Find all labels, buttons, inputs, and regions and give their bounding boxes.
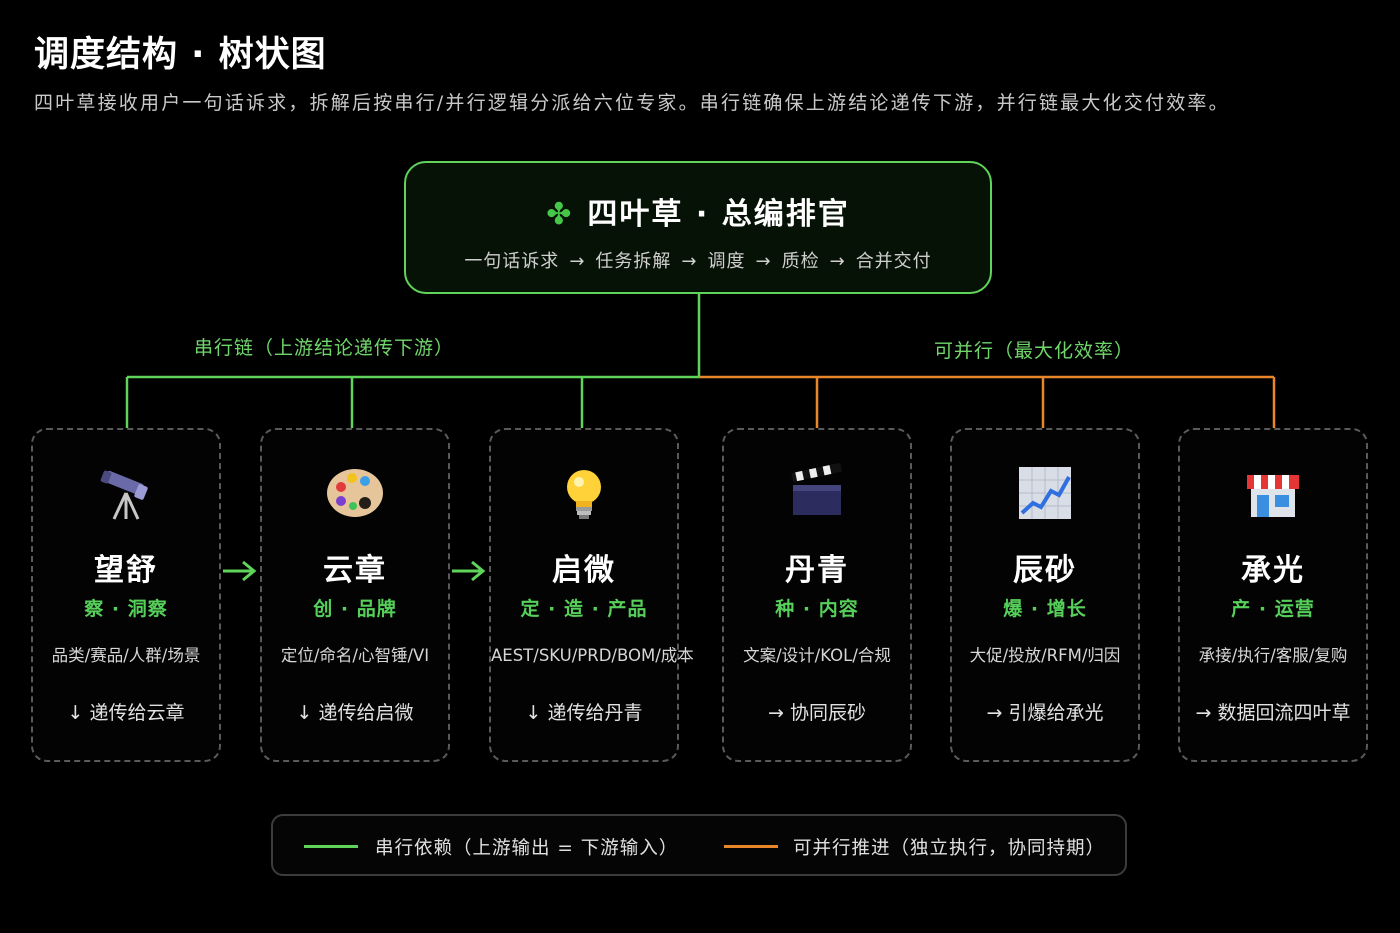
expert-role: 察 · 洞察 bbox=[84, 598, 168, 620]
expert-tasks: 品类/赛品/人群/场景 bbox=[51, 646, 201, 665]
expert-role: 定 · 造 · 产品 bbox=[520, 598, 648, 620]
expert-name: 云章 bbox=[323, 553, 387, 588]
expert-name: 承光 bbox=[1241, 553, 1305, 588]
flow-step: 调度 bbox=[707, 251, 746, 272]
expert-handoff: ↓ 递传给云章 bbox=[67, 702, 185, 724]
chart-increasing-icon bbox=[952, 462, 1138, 524]
expert-tasks: AEST/SKU/PRD/BOM/成本 bbox=[491, 646, 694, 665]
serial-legend-swatch bbox=[304, 845, 358, 848]
telescope-icon bbox=[33, 462, 219, 524]
expert-role: 产 · 运营 bbox=[1231, 598, 1315, 620]
page-title: 调度结构 · 树状图 bbox=[34, 35, 327, 75]
store-icon bbox=[1180, 462, 1366, 524]
expert-tasks: 大促/投放/RFM/归因 bbox=[969, 646, 1121, 665]
four-leaf-clover-icon: ✤ bbox=[546, 197, 574, 232]
serial-chain-label: 串行链（上游结论递传下游） bbox=[194, 337, 455, 359]
flow-step: 质检 bbox=[781, 251, 820, 272]
parallel-legend-text: 可并行推进（独立执行，协同持期） bbox=[793, 838, 1106, 859]
flow-step: 合并交付 bbox=[855, 251, 932, 272]
expert-card-wangshu: 望舒 察 · 洞察 品类/赛品/人群/场景 ↓ 递传给云章 bbox=[31, 428, 221, 762]
palette-icon bbox=[262, 462, 448, 524]
serial-arrow-icon bbox=[452, 560, 486, 582]
orchestrator-node: ✤ 四叶草 · 总编排官 一句话诉求 → 任务拆解 → 调度 → 质检 → 合并交付 bbox=[404, 161, 992, 294]
parallel-legend-swatch bbox=[724, 845, 778, 848]
flow-arrow-icon: → bbox=[829, 251, 846, 272]
expert-role: 种 · 内容 bbox=[775, 598, 859, 620]
clapperboard-icon bbox=[724, 462, 910, 524]
flow-arrow-icon: → bbox=[755, 251, 772, 272]
expert-handoff: → 数据回流四叶草 bbox=[1195, 702, 1351, 724]
expert-card-danqing: 丹青 种 · 内容 文案/设计/KOL/合规 → 协同辰砂 bbox=[722, 428, 912, 762]
flow-step: 任务拆解 bbox=[595, 251, 672, 272]
expert-handoff: → 引爆给承光 bbox=[986, 702, 1104, 724]
parallel-chain-label: 可并行（最大化效率） bbox=[934, 340, 1135, 362]
lightbulb-icon bbox=[491, 462, 677, 524]
expert-role: 创 · 品牌 bbox=[313, 598, 397, 620]
orchestrator-flow: 一句话诉求 → 任务拆解 → 调度 → 质检 → 合并交付 bbox=[406, 247, 990, 273]
expert-tasks: 定位/命名/心智锤/VI bbox=[280, 646, 430, 665]
flow-step: 一句话诉求 bbox=[464, 251, 560, 272]
serial-arrow-icon bbox=[223, 560, 257, 582]
expert-handoff: ↓ 递传给启微 bbox=[296, 702, 414, 724]
serial-legend-text: 串行依赖（上游输出 = 下游输入） bbox=[375, 838, 679, 859]
legend: 串行依赖（上游输出 = 下游输入） 可并行推进（独立执行，协同持期） bbox=[271, 814, 1127, 876]
expert-handoff: → 协同辰砂 bbox=[768, 702, 866, 724]
expert-name: 丹青 bbox=[785, 553, 849, 588]
expert-name: 望舒 bbox=[94, 553, 158, 588]
expert-tasks: 文案/设计/KOL/合规 bbox=[743, 646, 891, 665]
expert-tasks: 承接/执行/客服/复购 bbox=[1198, 646, 1348, 665]
flow-arrow-icon: → bbox=[681, 251, 698, 272]
expert-role: 爆 · 增长 bbox=[1003, 598, 1087, 620]
flow-arrow-icon: → bbox=[569, 251, 586, 272]
expert-card-chensha: 辰砂 爆 · 增长 大促/投放/RFM/归因 → 引爆给承光 bbox=[950, 428, 1140, 762]
expert-card-yunzhang: 云章 创 · 品牌 定位/命名/心智锤/VI ↓ 递传给启微 bbox=[260, 428, 450, 762]
expert-handoff: ↓ 递传给丹青 bbox=[525, 702, 643, 724]
expert-name: 启微 bbox=[552, 553, 616, 588]
expert-card-chengguang: 承光 产 · 运营 承接/执行/客服/复购 → 数据回流四叶草 bbox=[1178, 428, 1368, 762]
expert-card-qiwei: 启微 定 · 造 · 产品 AEST/SKU/PRD/BOM/成本 ↓ 递传给丹… bbox=[489, 428, 694, 762]
page-subtitle: 四叶草接收用户一句话诉求，拆解后按串行/并行逻辑分派给六位专家。串行链确保上游结… bbox=[34, 92, 1230, 114]
expert-name: 辰砂 bbox=[1013, 553, 1077, 588]
orchestrator-title: 四叶草 · 总编排官 bbox=[587, 197, 850, 232]
